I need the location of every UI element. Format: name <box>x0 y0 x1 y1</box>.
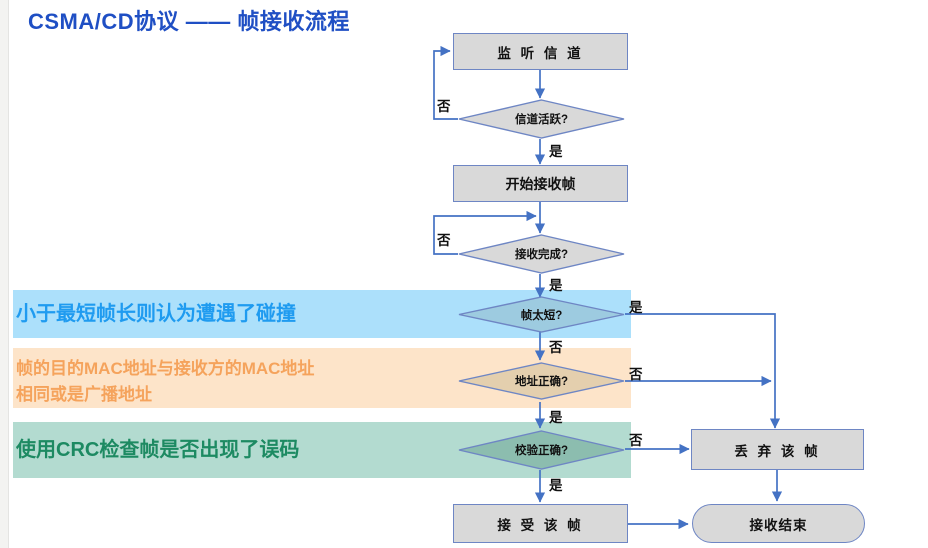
node-frame-too-short[interactable]: 帧太短? <box>458 296 625 333</box>
edge-label-checksum-correct-yes: 是 <box>549 478 563 493</box>
node-receive-complete-label: 接收完成? <box>514 249 569 261</box>
node-begin-receive[interactable]: 开始接收帧 <box>453 165 628 202</box>
annotation-collision: 小于最短帧长则认为遭遇了碰撞 <box>16 303 296 325</box>
node-receive-complete[interactable]: 接收完成? <box>458 234 625 274</box>
edge-label-address-correct-yes: 是 <box>549 410 563 425</box>
node-checksum-correct-label: 校验正确? <box>514 445 569 457</box>
edge-label-receive-complete-no: 否 <box>437 233 451 248</box>
node-address-correct[interactable]: 地址正确? <box>458 362 625 400</box>
node-frame-too-short-label: 帧太短? <box>520 309 563 322</box>
edge-label-receive-complete-yes: 是 <box>549 278 563 293</box>
edge-label-frame-too-short-no: 否 <box>549 340 563 355</box>
edge-label-channel-active-no: 否 <box>437 99 451 114</box>
slide-left-rule <box>8 0 9 548</box>
node-checksum-correct[interactable]: 校验正确? <box>458 430 625 470</box>
node-address-correct-label: 地址正确? <box>514 376 569 388</box>
slide-left-gutter <box>0 0 8 548</box>
node-receive-end[interactable]: 接收结束 <box>692 504 865 543</box>
node-listen-channel[interactable]: 监 听 信 道 <box>453 33 628 70</box>
node-discard-frame[interactable]: 丢 弃 该 帧 <box>691 429 864 470</box>
page-title: CSMA/CD协议 —— 帧接收流程 <box>28 9 350 34</box>
node-accept-frame[interactable]: 接 受 该 帧 <box>453 504 628 543</box>
node-channel-active-label: 信道活跃? <box>514 114 569 126</box>
annotation-crc-check: 使用CRC检查帧是否出现了误码 <box>16 439 300 461</box>
annotation-mac-address: 帧的目的MAC地址与接收方的MAC地址 相同或是广播地址 <box>16 359 315 404</box>
edge-label-checksum-correct-no: 否 <box>629 433 643 448</box>
node-channel-active[interactable]: 信道活跃? <box>458 99 625 139</box>
edge-label-frame-too-short-yes: 是 <box>629 300 643 315</box>
edge-label-channel-active-yes: 是 <box>549 144 563 159</box>
edge-label-address-correct-no: 否 <box>629 367 643 382</box>
